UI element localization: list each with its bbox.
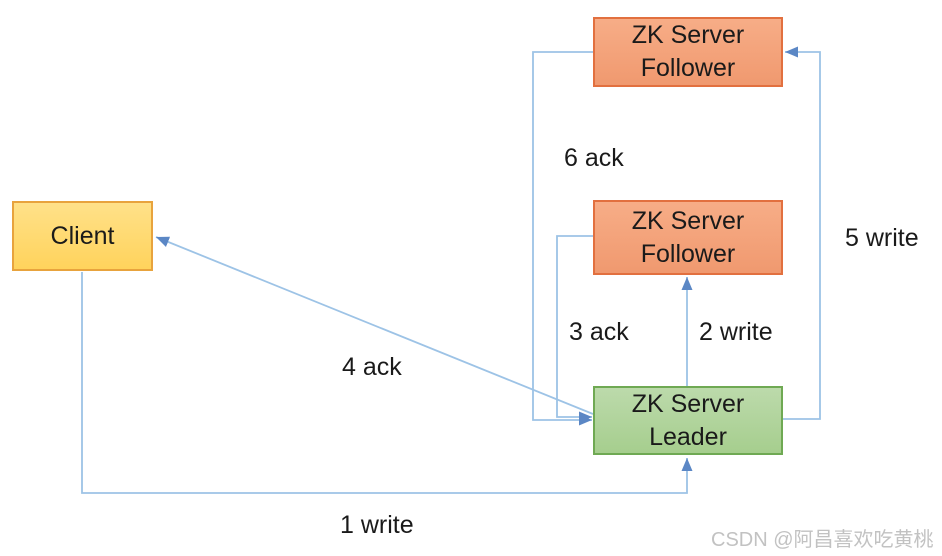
edge-label-1-write: 1 write xyxy=(340,511,414,539)
edge-label-5-write: 5 write xyxy=(845,224,919,252)
arrow-6-ack xyxy=(532,51,593,426)
edge-label-2-write: 2 write xyxy=(699,318,773,346)
node-follower-mid-line1: ZK Server xyxy=(631,206,745,235)
node-zk-server-leader: ZK Server Leader xyxy=(593,386,783,455)
arrow-1-write xyxy=(81,272,693,494)
edge-label-3-ack: 3 ack xyxy=(569,318,629,346)
node-follower-top-line2: Follower xyxy=(640,54,736,82)
node-leader-line2: Leader xyxy=(649,422,727,451)
node-client-label: Client xyxy=(50,221,115,250)
csdn-watermark: CSDN @阿昌喜欢吃黄桃 xyxy=(711,529,934,551)
node-follower-top-line1: ZK Server xyxy=(631,21,745,49)
arrow-4-ack xyxy=(155,236,594,415)
node-zk-server-follower-top: ZK Server Follower xyxy=(593,17,783,87)
node-client: Client xyxy=(12,201,153,271)
node-follower-mid-line2: Follower xyxy=(640,239,736,268)
edge-label-4-ack: 4 ack xyxy=(342,353,402,381)
arrow-3-ack xyxy=(556,235,593,423)
edge-label-6-ack: 6 ack xyxy=(564,144,624,172)
arrow-5-write xyxy=(783,46,821,420)
node-leader-line1: ZK Server xyxy=(631,389,745,418)
node-zk-server-follower-mid: ZK Server Follower xyxy=(593,200,783,275)
